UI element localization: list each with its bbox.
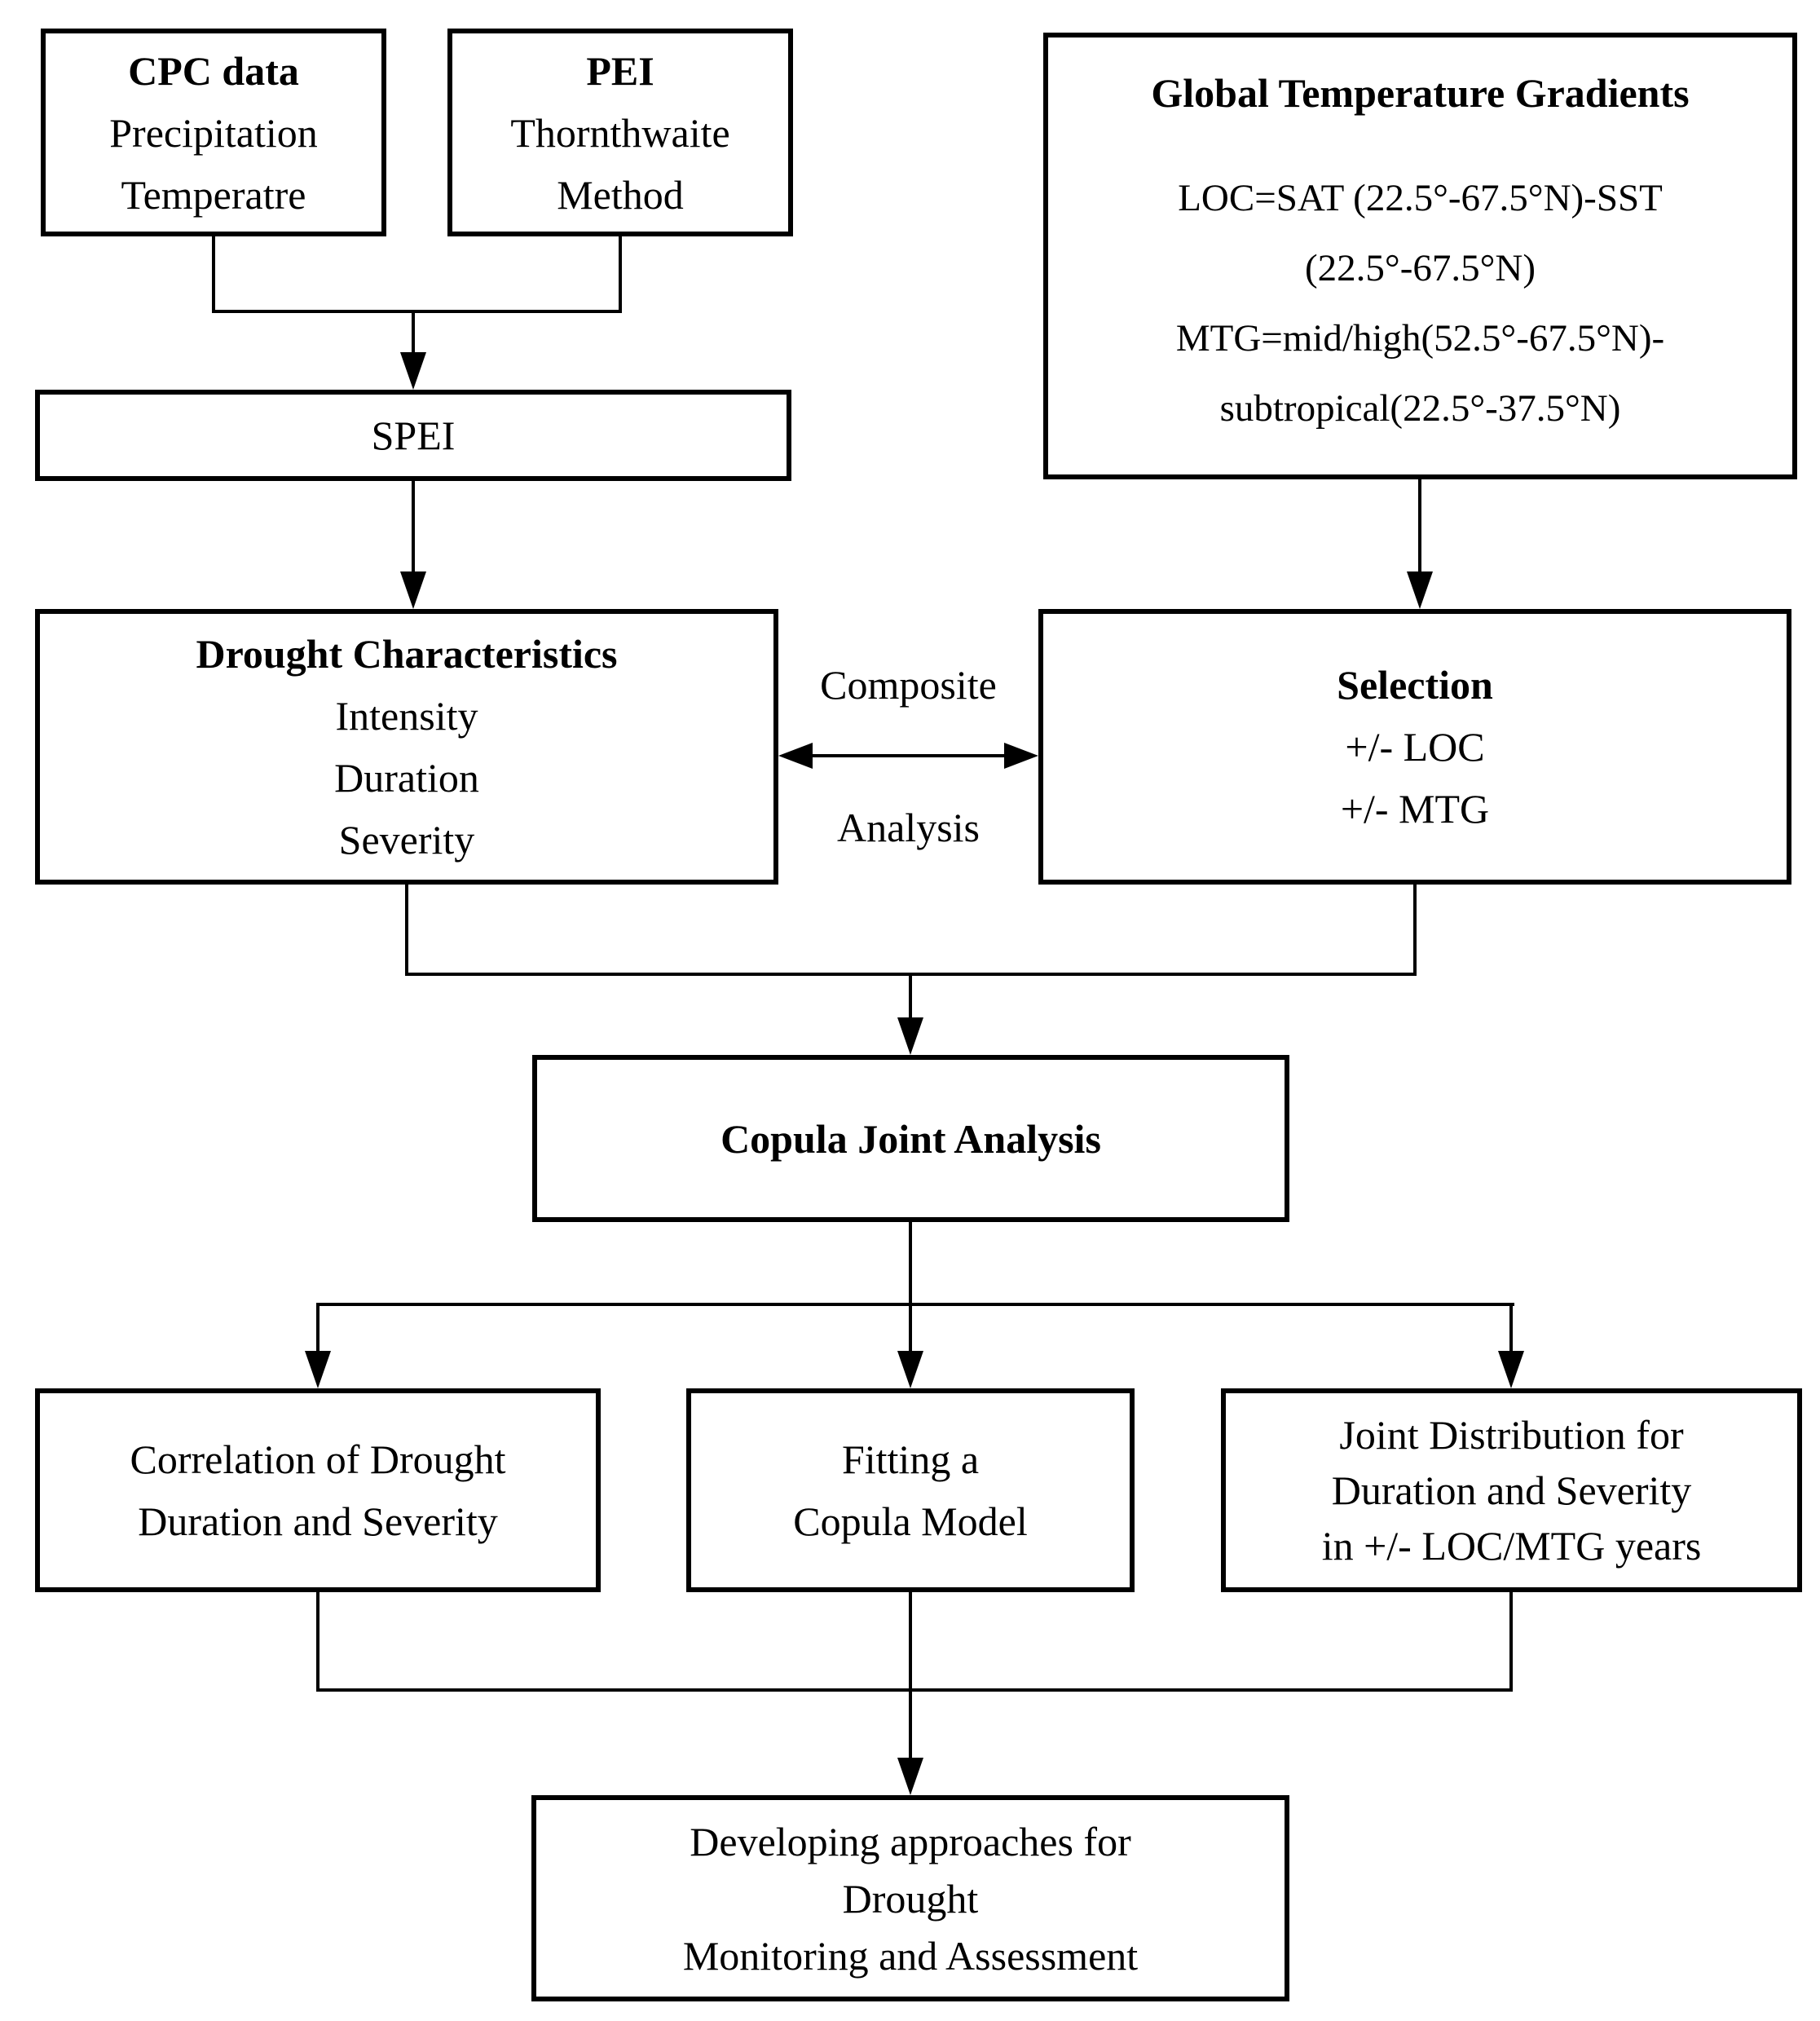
drought-characteristics-line: Duration [334,755,479,801]
selection-box: Selection +/- LOC +/- MTG [1038,609,1791,885]
arrowhead-right-composite [1004,743,1038,769]
connector-gtg-down [1418,479,1421,573]
fitting-copula-model-box: Fitting a Copula Model [686,1388,1135,1592]
arrowhead-into-copula [897,1017,923,1055]
spei-title: SPEI [371,413,456,458]
copula-joint-analysis-box: Copula Joint Analysis [532,1055,1289,1222]
copula-joint-analysis-title: Copula Joint Analysis [721,1115,1101,1162]
joint-distribution-box: Joint Distribution for Duration and Seve… [1221,1388,1802,1592]
arrowhead-into-developing [897,1758,923,1795]
arrowhead-left-composite [778,743,813,769]
arrowhead-into-correlation [305,1351,331,1388]
gtg-formula-line: LOC=SAT (22.5°-67.5°N)-SST [1178,177,1663,219]
connector-fitting-down [909,1592,912,1692]
connector-top-merge [212,310,622,313]
developing-line: Drought [842,1875,979,1922]
pei-line: Method [557,171,684,218]
connector-fanout-left [316,1303,319,1352]
drought-characteristics-line: Intensity [335,693,478,739]
arrowhead-into-selection [1407,571,1433,609]
gtg-formula-line: subtropical(22.5°-37.5°N) [1219,387,1621,430]
connector-fanout-middle [909,1303,912,1352]
selection-line: +/- LOC [1345,724,1485,770]
connector-cpc-down [212,236,215,313]
fitting-line: Fitting a [841,1436,980,1482]
analysis-label: Analysis [837,805,980,850]
pei-line: Thornthwaite [510,109,730,156]
cpc-data-line: Temperatre [121,171,306,218]
connector-row4-merge [316,1688,1513,1692]
connector-joint-distribution-down [1509,1592,1513,1692]
arrowhead-into-joint-distribution [1498,1351,1524,1388]
correlation-line: Correlation of Drought [130,1436,506,1482]
joint-distribution-line: Joint Distribution for [1339,1412,1684,1458]
connector-merge-to-spei [412,313,415,354]
connector-row3-merge [405,973,1417,976]
gtg-title: Global Temperature Gradients [1151,70,1690,116]
pei-title: PEI [586,47,654,94]
drought-characteristics-title: Drought Characteristics [196,631,618,677]
spei-box: SPEI [35,390,791,481]
arrowhead-into-drought-characteristics [400,571,426,609]
connector-correlation-down [316,1592,319,1692]
connector-pei-down [619,236,622,313]
selection-title: Selection [1337,662,1493,708]
cpc-data-line: Precipitation [109,109,318,156]
selection-line: +/- MTG [1340,786,1490,832]
connector-drought-characteristics-down [405,885,408,976]
developing-line: Developing approaches for [690,1818,1131,1864]
gtg-formula-line: MTG=mid/high(52.5°-67.5°N)- [1175,317,1665,360]
connector-spei-down [412,481,415,573]
developing-line: Monitoring and Assessment [682,1932,1139,1979]
joint-distribution-line: in +/- LOC/MTG years [1321,1523,1702,1569]
connector-copula-down [909,1222,912,1304]
composite-label: Composite [820,662,997,708]
global-temperature-gradients-box: Global Temperature Gradients LOC=SAT (22… [1043,33,1797,479]
connector-selection-down [1413,885,1417,976]
fitting-line: Copula Model [793,1498,1028,1544]
arrowhead-into-fitting [897,1351,923,1388]
cpc-data-title: CPC data [128,47,299,94]
connector-merge-to-copula [909,976,912,1019]
connector-merge-to-developing [909,1692,912,1759]
correlation-line: Duration and Severity [138,1498,498,1544]
pei-box: PEI Thornthwaite Method [447,29,793,236]
gtg-formula-line: (22.5°-67.5°N) [1305,247,1536,289]
joint-distribution-line: Duration and Severity [1331,1467,1692,1513]
drought-characteristics-box: Drought Characteristics Intensity Durati… [35,609,778,885]
developing-approaches-box: Developing approaches for Drought Monito… [531,1795,1289,2001]
connector-composite-double-arrow [811,754,1006,757]
arrowhead-into-spei [400,352,426,390]
connector-fanout-right [1509,1303,1513,1352]
correlation-box: Correlation of Drought Duration and Seve… [35,1388,601,1592]
cpc-data-box: CPC data Precipitation Temperatre [41,29,386,236]
drought-characteristics-line: Severity [338,817,475,863]
connector-fanout [316,1303,1514,1306]
